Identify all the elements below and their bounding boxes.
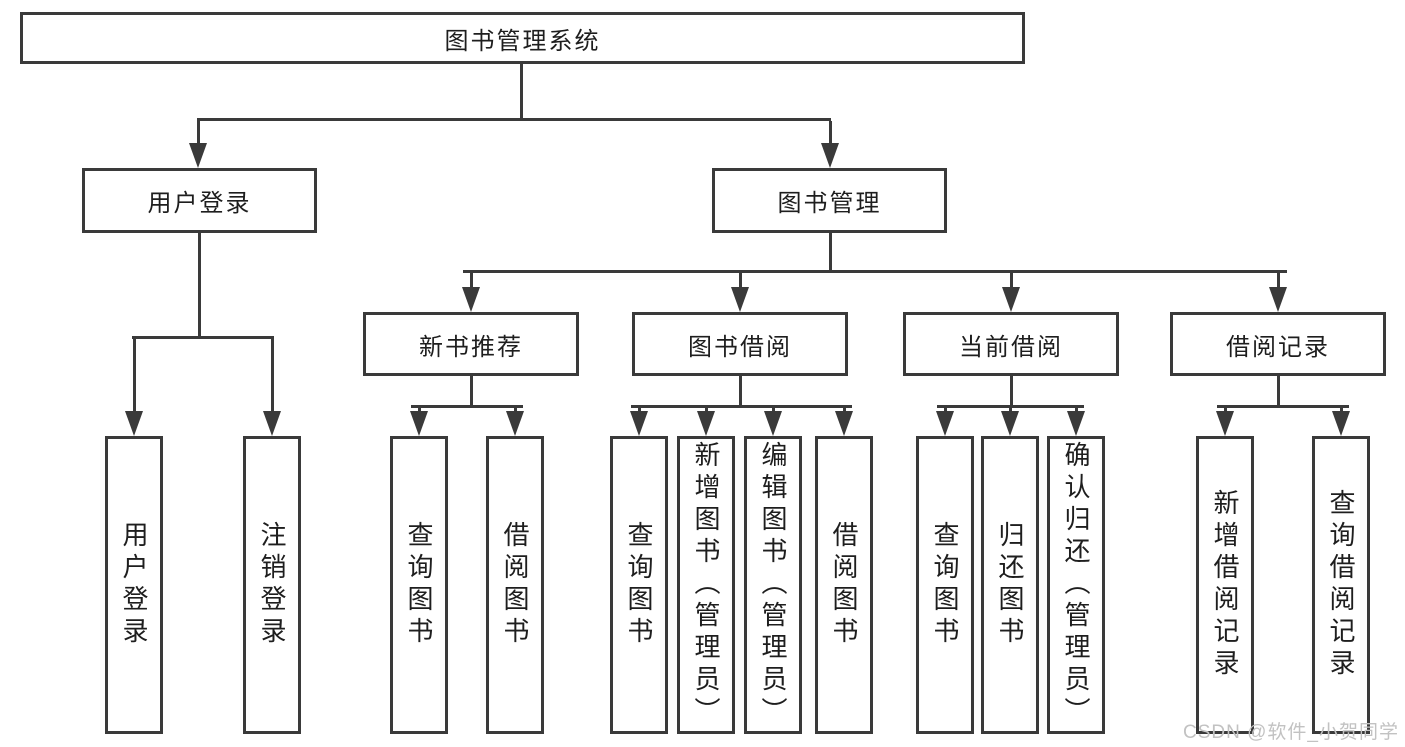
- leaf-br-query-record: 查询借阅记录: [1312, 436, 1370, 734]
- node-label: 新书推荐: [419, 333, 523, 361]
- leaf-rec-query-books: 查询图书: [390, 436, 448, 734]
- leaf-label: 查询图书: [930, 521, 960, 649]
- node-label: 用户登录: [147, 190, 252, 217]
- arrowhead-cb-query-books: [936, 411, 954, 436]
- connector-drop-leaf-logout: [270, 339, 274, 413]
- connector-drop: [842, 407, 846, 413]
- arrowhead-br-query-record: [1332, 411, 1350, 436]
- leaf-label: 编辑图书（管理员）: [758, 441, 788, 729]
- connector-records-rail: [1217, 405, 1349, 408]
- connector-drop: [704, 407, 708, 413]
- node-user-login: 用户登录: [82, 168, 317, 233]
- arrowhead-bb-borrow-books: [835, 411, 853, 436]
- arrowhead-leaf-user-login: [125, 411, 143, 436]
- connector-level2-rail: [197, 118, 831, 121]
- connector-recommend-rail: [411, 405, 523, 408]
- connector-drop: [1074, 407, 1078, 413]
- connector-user-login-stem: [198, 233, 201, 338]
- connector-user-login-rail: [132, 336, 274, 339]
- connector-level3-rail: [463, 270, 1287, 273]
- connector-drop: [513, 407, 517, 413]
- arrowhead-rec-query-books: [410, 411, 428, 436]
- connector-drop-book-borrow: [738, 273, 742, 289]
- arrowhead-book-borrow: [731, 287, 749, 312]
- node-current-borrow: 当前借阅: [903, 312, 1119, 376]
- arrowhead-bb-edit-books: [764, 411, 782, 436]
- leaf-label: 确认归还（管理员）: [1061, 441, 1091, 729]
- connector-book-management-stem: [828, 233, 832, 272]
- leaf-bb-edit-books-admin: 编辑图书（管理员）: [744, 436, 802, 734]
- leaf-label: 借阅图书: [500, 521, 530, 649]
- leaf-label: 归还图书: [995, 521, 1025, 649]
- connector-drop: [771, 407, 775, 413]
- connector-drop-borrow-records: [1276, 273, 1280, 289]
- node-book-borrow: 图书借阅: [632, 312, 848, 376]
- leaf-rec-borrow-books: 借阅图书: [486, 436, 544, 734]
- leaf-label: 注销登录: [257, 521, 287, 649]
- leaf-label: 查询图书: [404, 521, 434, 649]
- leaf-bb-add-books-admin: 新增图书（管理员）: [677, 436, 735, 734]
- leaf-label: 查询借阅记录: [1326, 489, 1356, 681]
- arrowhead-cb-return-books: [1001, 411, 1019, 436]
- connector-drop-new-book-recommend: [469, 273, 473, 289]
- arrowhead-bb-add-books: [697, 411, 715, 436]
- arrowhead-book-management: [821, 143, 839, 168]
- node-label: 图书借阅: [688, 333, 792, 361]
- node-label: 图书管理: [777, 190, 882, 217]
- leaf-label: 借阅图书: [829, 521, 859, 649]
- connector-drop: [943, 407, 947, 413]
- arrowhead-new-book-recommend: [462, 287, 480, 312]
- leaf-label: 新增图书（管理员）: [691, 441, 721, 729]
- connector-recommend-stem: [469, 376, 473, 407]
- leaf-cb-confirm-return-admin: 确认归还（管理员）: [1047, 436, 1105, 734]
- connector-borrow-stem: [738, 376, 742, 407]
- connector-drop-leaf-user-login: [132, 339, 136, 413]
- csdn-watermark: CSDN @软件_小贺同学: [1183, 722, 1399, 743]
- connector-drop-book-management: [828, 121, 832, 145]
- arrowhead-rec-borrow-books: [506, 411, 524, 436]
- leaf-label: 新增借阅记录: [1210, 489, 1240, 681]
- node-book-management: 图书管理: [712, 168, 947, 233]
- node-root-library-management-system: 图书管理系统: [20, 12, 1025, 64]
- leaf-br-add-record: 新增借阅记录: [1196, 436, 1254, 734]
- node-label: 当前借阅: [959, 333, 1063, 361]
- leaf-bb-query-books: 查询图书: [610, 436, 668, 734]
- arrowhead-br-add-record: [1216, 411, 1234, 436]
- node-label: 图书管理系统: [444, 27, 601, 55]
- connector-root-stem: [519, 64, 523, 120]
- connector-drop: [417, 407, 421, 413]
- connector-current-stem: [1009, 376, 1013, 407]
- arrowhead-bb-query-books: [630, 411, 648, 436]
- node-label: 借阅记录: [1226, 333, 1330, 361]
- leaf-user-login: 用户登录: [105, 436, 163, 734]
- arrowhead-user-login: [189, 143, 207, 168]
- leaf-label: 查询图书: [624, 521, 654, 649]
- leaf-logout: 注销登录: [243, 436, 301, 734]
- arrowhead-cb-confirm-return: [1067, 411, 1085, 436]
- leaf-cb-query-books: 查询图书: [916, 436, 974, 734]
- connector-current-rail: [937, 405, 1084, 408]
- node-borrow-records: 借阅记录: [1170, 312, 1386, 376]
- connector-drop: [1008, 407, 1012, 413]
- connector-borrow-rail: [631, 405, 852, 408]
- connector-drop-current-borrow: [1009, 273, 1013, 289]
- connector-drop-user-login: [196, 121, 200, 145]
- leaf-bb-borrow-books: 借阅图书: [815, 436, 873, 734]
- connector-records-stem: [1276, 376, 1280, 407]
- connector-drop: [1339, 407, 1343, 413]
- leaf-cb-return-books: 归还图书: [981, 436, 1039, 734]
- connector-drop: [637, 407, 641, 413]
- leaf-label: 用户登录: [119, 521, 149, 649]
- node-new-book-recommend: 新书推荐: [363, 312, 579, 376]
- arrowhead-leaf-logout: [263, 411, 281, 436]
- arrowhead-borrow-records: [1269, 287, 1287, 312]
- connector-drop: [1223, 407, 1227, 413]
- arrowhead-current-borrow: [1002, 287, 1020, 312]
